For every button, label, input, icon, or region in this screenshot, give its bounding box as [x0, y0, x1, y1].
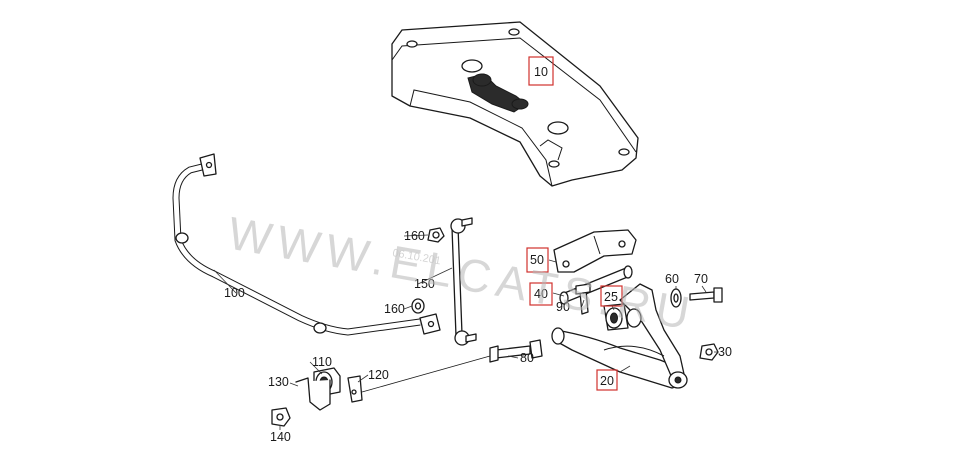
callout-160b[interactable]: 160	[384, 302, 405, 316]
svg-text:25: 25	[604, 290, 618, 304]
part-30-nut[interactable]	[699, 343, 719, 361]
svg-text:160: 160	[384, 302, 405, 316]
svg-text:50: 50	[530, 253, 544, 267]
callout-100[interactable]: 100	[224, 286, 245, 300]
part-90-bolt[interactable]	[575, 283, 591, 315]
svg-text:140: 140	[270, 430, 291, 444]
callout-120[interactable]: 120	[368, 368, 389, 382]
svg-text:30: 30	[718, 345, 732, 359]
callout-30[interactable]: 30	[718, 345, 732, 359]
callout-90[interactable]: 90	[556, 300, 570, 314]
part-120-bracket[interactable]	[347, 375, 363, 403]
part-160a-nut[interactable]	[427, 227, 445, 243]
part-130-clamp[interactable]	[295, 377, 331, 411]
callout-140[interactable]: 140	[270, 430, 291, 444]
part-70-bolt[interactable]	[689, 287, 723, 303]
part-150-link-rod[interactable]	[450, 217, 477, 346]
callout-130[interactable]: 130	[268, 375, 289, 389]
svg-text:110: 110	[312, 355, 332, 369]
callout-10[interactable]: 10	[528, 56, 554, 86]
callout-40[interactable]: 40	[529, 282, 553, 306]
part-25-bushing[interactable]	[603, 303, 629, 331]
svg-text:150: 150	[414, 277, 435, 291]
part-10-crossmember[interactable]	[391, 21, 639, 187]
callout-110[interactable]: 110	[312, 355, 332, 369]
svg-text:10: 10	[534, 65, 548, 79]
svg-text:130: 130	[268, 375, 289, 389]
svg-text:90: 90	[556, 300, 570, 314]
svg-text:70: 70	[694, 272, 708, 286]
leader-lines	[213, 234, 718, 430]
callout-60[interactable]: 60	[665, 272, 679, 286]
callout-50[interactable]: 50	[526, 247, 549, 273]
callout-150[interactable]: 150	[414, 277, 435, 291]
svg-text:160: 160	[404, 229, 425, 243]
part-80-bolt[interactable]	[489, 339, 543, 363]
callout-20[interactable]: 20	[596, 369, 618, 391]
svg-text:80: 80	[520, 351, 534, 365]
part-100-stabilizer-bar[interactable]	[172, 153, 441, 336]
svg-text:20: 20	[600, 374, 614, 388]
part-50-bracket[interactable]	[553, 229, 637, 273]
callout-25[interactable]: 25	[600, 285, 623, 307]
svg-text:120: 120	[368, 368, 389, 382]
callout-80[interactable]: 80	[520, 351, 534, 365]
part-160b-nut[interactable]	[411, 298, 425, 314]
part-140-nut[interactable]	[271, 407, 291, 427]
svg-text:100: 100	[224, 286, 245, 300]
callout-70[interactable]: 70	[694, 272, 708, 286]
callout-160a[interactable]: 160	[404, 229, 425, 243]
part-20-control-arm[interactable]	[551, 283, 688, 389]
svg-text:60: 60	[665, 272, 679, 286]
svg-text:40: 40	[534, 287, 548, 301]
